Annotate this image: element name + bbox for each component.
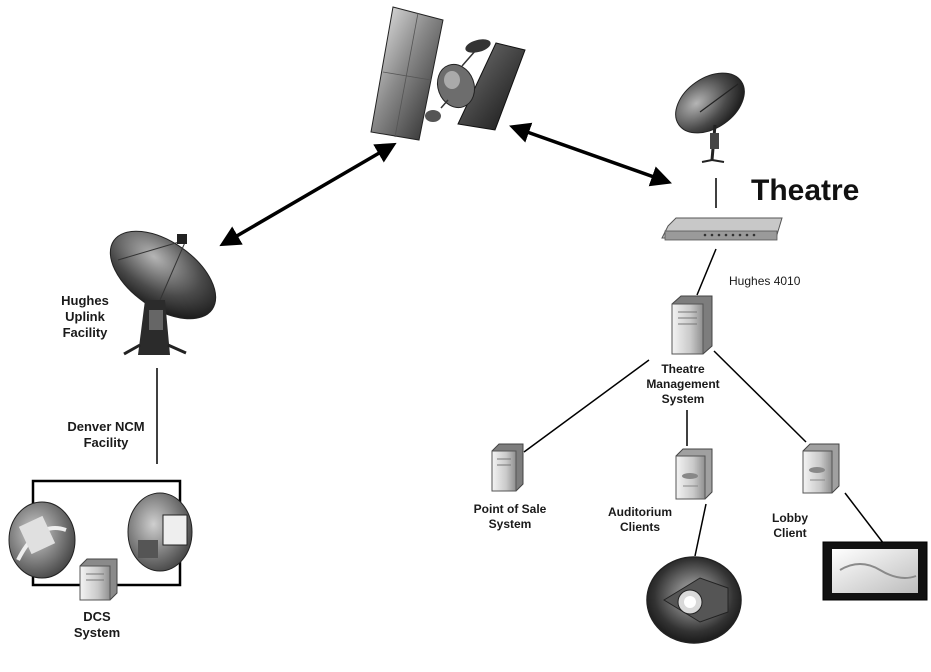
dcs-server-icon: [79, 558, 118, 601]
label-theatre-management-system: Theatre Management System: [646, 362, 720, 406]
office-photo-left-icon: [8, 501, 76, 579]
lobby-display-icon: [822, 541, 928, 601]
theatre-title: Theatre: [751, 174, 860, 207]
arrow-uplink-satellite: [219, 142, 397, 247]
lobby-client-server-icon: [802, 443, 840, 494]
label-auditorium-clients: Auditorium Clients: [608, 505, 672, 534]
connection-lines: [156, 122, 888, 557]
auditorium-client-server-icon: [675, 448, 713, 500]
label-denver-ncm-facility: Denver NCM Facility: [67, 419, 145, 450]
theatre-dish-icon: [675, 72, 745, 163]
projector-icon: [646, 556, 742, 644]
pos-server-icon: [491, 443, 524, 492]
line-lobby-display: [844, 492, 888, 549]
label-lobby-client: Lobby Client: [772, 511, 808, 540]
label-point-of-sale-system: Point of Sale System: [473, 502, 547, 531]
label-hughes-4010: Hughes 4010: [729, 274, 801, 288]
label-dcs-system: DCS System: [73, 609, 121, 640]
uplink-dish-icon: [109, 230, 217, 356]
line-tms-pos: [523, 359, 650, 453]
office-photo-right-icon: [127, 492, 193, 572]
label-hughes-uplink-facility: Hughes Uplink Facility: [61, 293, 109, 340]
hughes-4010-modem-icon: [661, 217, 783, 241]
tms-server-icon: [671, 295, 713, 355]
satellite-icon: [370, 6, 526, 141]
line-auditorium-projector: [694, 503, 707, 557]
line-tms-lobby: [713, 350, 807, 443]
line-modem-tms: [696, 248, 717, 296]
arrow-satellite-theatre: [509, 122, 672, 187]
